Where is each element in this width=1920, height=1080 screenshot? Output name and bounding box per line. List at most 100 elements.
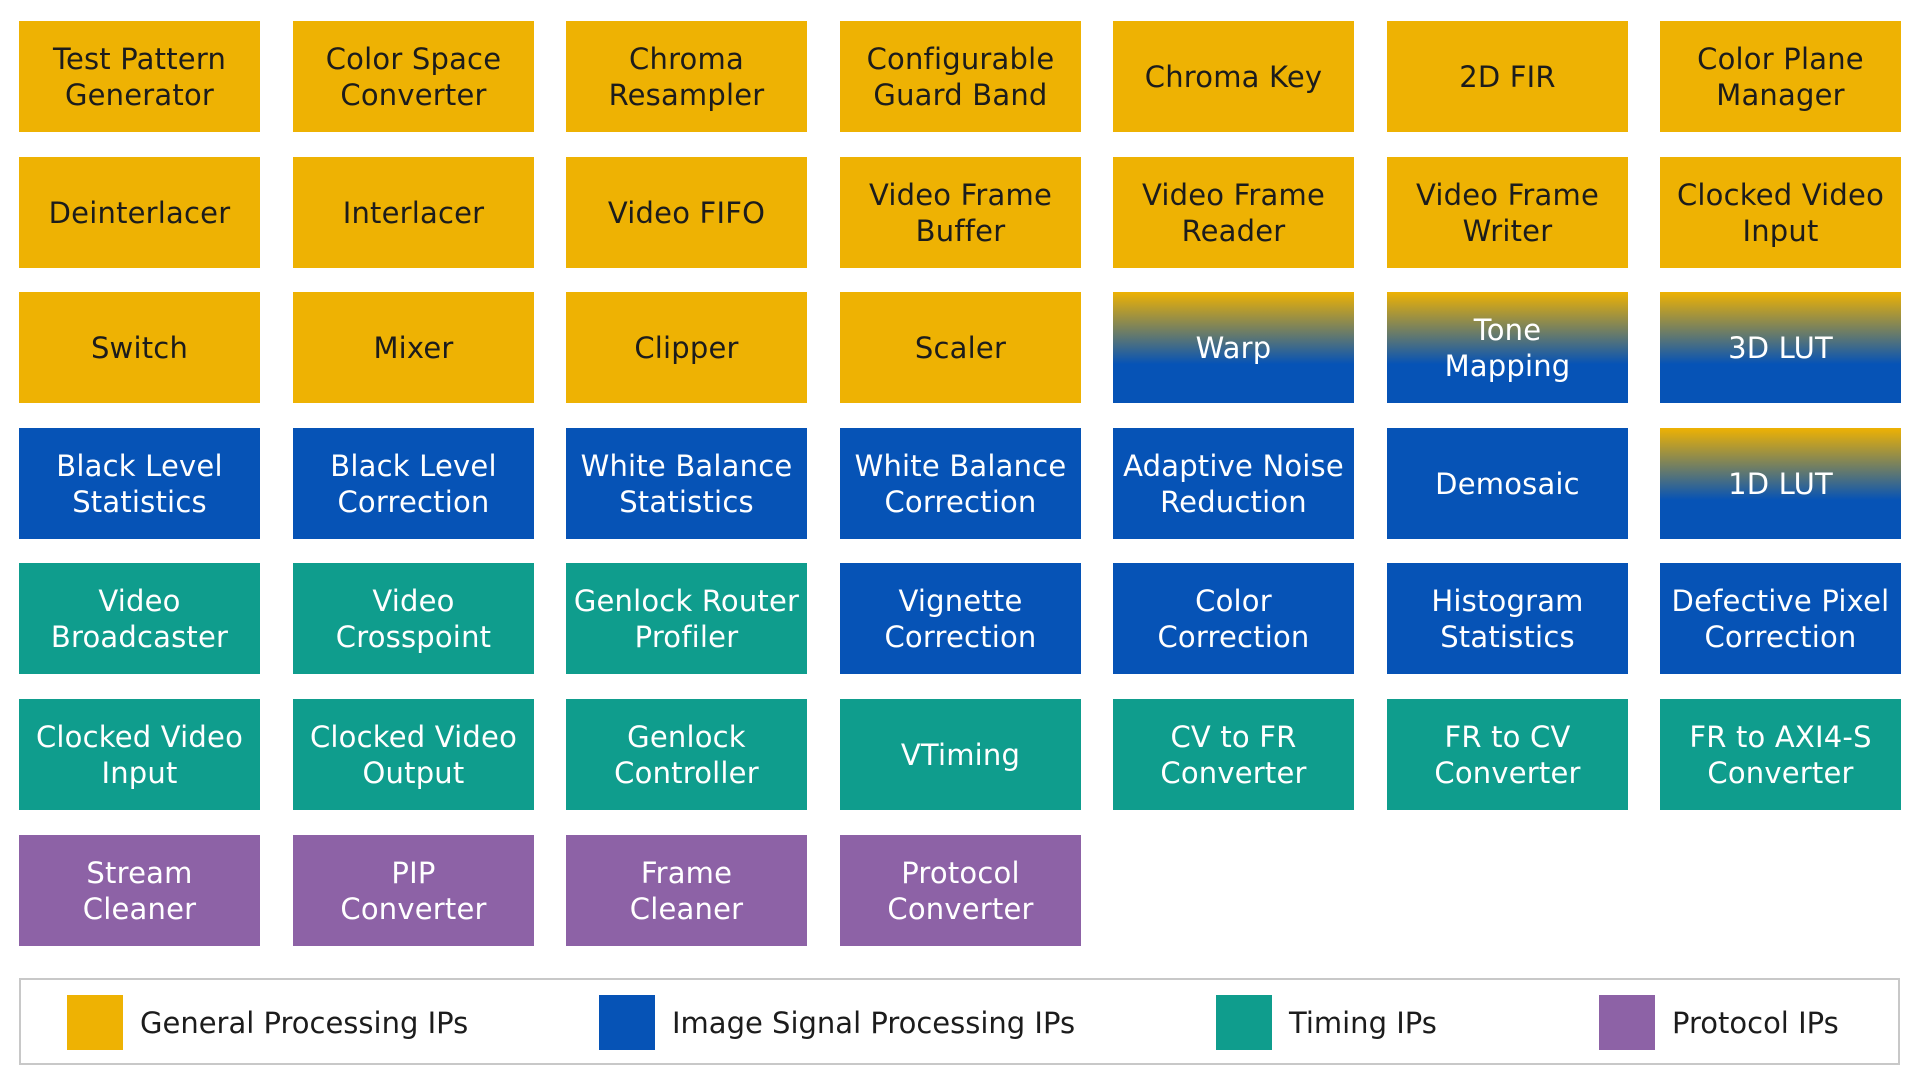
ip-tile-warp: Warp xyxy=(1113,292,1354,403)
ip-tile-white-balance-statistics: White Balance Statistics xyxy=(566,428,807,539)
ip-tile-label: Scaler xyxy=(914,330,1007,365)
ip-tile-label: 2D FIR xyxy=(1459,59,1556,94)
legend-item-general: General Processing IPs xyxy=(67,995,468,1050)
ip-tile-color-correction: Color Correction xyxy=(1113,563,1354,674)
ip-tile-label: Video Crosspoint xyxy=(335,583,492,654)
ip-tile-pip-converter: PIP Converter xyxy=(293,835,534,946)
ip-tile-label: Histogram Statistics xyxy=(1431,583,1584,654)
legend-swatch-general xyxy=(67,995,123,1050)
ip-tile-label: Clocked Video Output xyxy=(309,719,518,790)
ip-tile-label: Vignette Correction xyxy=(884,583,1037,654)
ip-tile-label: Protocol Converter xyxy=(887,855,1034,926)
ip-tile-label: Color Plane Manager xyxy=(1697,41,1864,112)
ip-tile-3d-lut: 3D LUT xyxy=(1660,292,1901,403)
ip-tile-label: PIP Converter xyxy=(340,855,487,926)
ip-tile-video-crosspoint: Video Crosspoint xyxy=(293,563,534,674)
legend-swatch-timing xyxy=(1216,995,1272,1050)
ip-tile-video-frame-writer: Video Frame Writer xyxy=(1387,157,1628,268)
ip-tile-stream-cleaner: Stream Cleaner xyxy=(19,835,260,946)
ip-tile-label: Demosaic xyxy=(1435,466,1580,501)
ip-tile-label: Clipper xyxy=(634,330,739,365)
ip-tile-label: Video Broadcaster xyxy=(50,583,229,654)
ip-tile-configurable-guard-band: Configurable Guard Band xyxy=(840,21,1081,132)
ip-tile-label: Warp xyxy=(1195,330,1272,365)
ip-tile-black-level-correction: Black Level Correction xyxy=(293,428,534,539)
ip-tile-label: Tone Mapping xyxy=(1444,312,1571,383)
ip-tile-genlock-controller: Genlock Controller xyxy=(566,699,807,810)
legend-swatch-isp xyxy=(599,995,655,1050)
legend-item-timing: Timing IPs xyxy=(1216,995,1437,1050)
ip-tile-label: FR to AXI4-S Converter xyxy=(1689,719,1872,790)
ip-tile-label: Mixer xyxy=(373,330,454,365)
ip-tile-fr-to-axi4-s-converter: FR to AXI4-S Converter xyxy=(1660,699,1901,810)
ip-tile-label: Configurable Guard Band xyxy=(866,41,1055,112)
ip-tile-demosaic: Demosaic xyxy=(1387,428,1628,539)
ip-tile-clocked-video-input: Clocked Video Input xyxy=(19,699,260,810)
legend-label: Timing IPs xyxy=(1289,1005,1437,1040)
ip-tile-black-level-statistics: Black Level Statistics xyxy=(19,428,260,539)
ip-tile-color-plane-manager: Color Plane Manager xyxy=(1660,21,1901,132)
ip-tile-label: CV to FR Converter xyxy=(1160,719,1307,790)
ip-tile-protocol-converter: Protocol Converter xyxy=(840,835,1081,946)
ip-tile-label: Clocked Video Input xyxy=(35,719,244,790)
ip-tile-clipper: Clipper xyxy=(566,292,807,403)
ip-tile-fr-to-cv-converter: FR to CV Converter xyxy=(1387,699,1628,810)
ip-tile-label: 3D LUT xyxy=(1728,330,1833,365)
ip-tile-color-space-converter: Color Space Converter xyxy=(293,21,534,132)
ip-tile-interlacer: Interlacer xyxy=(293,157,534,268)
legend-label: Protocol IPs xyxy=(1672,1005,1839,1040)
ip-tile-label: Genlock Router Profiler xyxy=(573,583,800,654)
ip-tile-white-balance-correction: White Balance Correction xyxy=(840,428,1081,539)
ip-tile-label: Test Pattern Generator xyxy=(52,41,227,112)
ip-tile-switch: Switch xyxy=(19,292,260,403)
ip-tile-vtiming: VTiming xyxy=(840,699,1081,810)
ip-tile-scaler: Scaler xyxy=(840,292,1081,403)
legend-item-isp: Image Signal Processing IPs xyxy=(599,995,1075,1050)
ip-tile-tone-mapping: Tone Mapping xyxy=(1387,292,1628,403)
ip-tile-label: Video Frame Writer xyxy=(1415,177,1600,248)
ip-tile-clocked-video-input: Clocked Video Input xyxy=(1660,157,1901,268)
ip-tile-label: Interlacer xyxy=(342,195,485,230)
ip-tile-label: Black Level Correction xyxy=(330,448,497,519)
ip-tile-1d-lut: 1D LUT xyxy=(1660,428,1901,539)
ip-tile-chroma-resampler: Chroma Resampler xyxy=(566,21,807,132)
ip-tile-2d-fir: 2D FIR xyxy=(1387,21,1628,132)
ip-tile-histogram-statistics: Histogram Statistics xyxy=(1387,563,1628,674)
ip-tile-label: Frame Cleaner xyxy=(629,855,744,926)
ip-tile-genlock-router-profiler: Genlock Router Profiler xyxy=(566,563,807,674)
ip-tile-mixer: Mixer xyxy=(293,292,534,403)
ip-tile-label: Video FIFO xyxy=(607,195,766,230)
legend: General Processing IPs Image Signal Proce… xyxy=(19,978,1900,1065)
ip-tile-label: Adaptive Noise Reduction xyxy=(1123,448,1344,519)
ip-tile-label: VTiming xyxy=(900,737,1021,772)
ip-tile-label: White Balance Statistics xyxy=(580,448,793,519)
ip-tile-label: Chroma Resampler xyxy=(608,41,765,112)
legend-label: Image Signal Processing IPs xyxy=(672,1005,1076,1040)
ip-tile-test-pattern-generator: Test Pattern Generator xyxy=(19,21,260,132)
ip-tile-adaptive-noise-reduction: Adaptive Noise Reduction xyxy=(1113,428,1354,539)
ip-tile-grid: Test Pattern Generator Color Space Conver… xyxy=(19,21,1901,946)
ip-tile-video-broadcaster: Video Broadcaster xyxy=(19,563,260,674)
ip-tile-vignette-correction: Vignette Correction xyxy=(840,563,1081,674)
ip-tile-cv-to-fr-converter: CV to FR Converter xyxy=(1113,699,1354,810)
ip-tile-clocked-video-output: Clocked Video Output xyxy=(293,699,534,810)
ip-tile-defective-pixel-correction: Defective Pixel Correction xyxy=(1660,563,1901,674)
ip-tile-label: Defective Pixel Correction xyxy=(1671,583,1890,654)
ip-tile-video-frame-buffer: Video Frame Buffer xyxy=(840,157,1081,268)
legend-swatch-protocol xyxy=(1599,995,1655,1050)
ip-tile-label: Video Frame Reader xyxy=(1141,177,1326,248)
ip-tile-label: 1D LUT xyxy=(1728,466,1833,501)
ip-tile-label: Black Level Statistics xyxy=(56,448,223,519)
ip-tile-label: Chroma Key xyxy=(1144,59,1323,94)
ip-tile-label: Color Correction xyxy=(1157,583,1310,654)
ip-tile-label: Deinterlacer xyxy=(48,195,231,230)
ip-tile-chroma-key: Chroma Key xyxy=(1113,21,1354,132)
ip-tile-frame-cleaner: Frame Cleaner xyxy=(566,835,807,946)
ip-tile-label: Stream Cleaner xyxy=(82,855,197,926)
ip-tile-label: FR to CV Converter xyxy=(1434,719,1581,790)
ip-tile-video-fifo: Video FIFO xyxy=(566,157,807,268)
legend-item-protocol: Protocol IPs xyxy=(1599,995,1839,1050)
ip-tile-video-frame-reader: Video Frame Reader xyxy=(1113,157,1354,268)
ip-tile-deinterlacer: Deinterlacer xyxy=(19,157,260,268)
ip-tile-label: Color Space Converter xyxy=(325,41,502,112)
